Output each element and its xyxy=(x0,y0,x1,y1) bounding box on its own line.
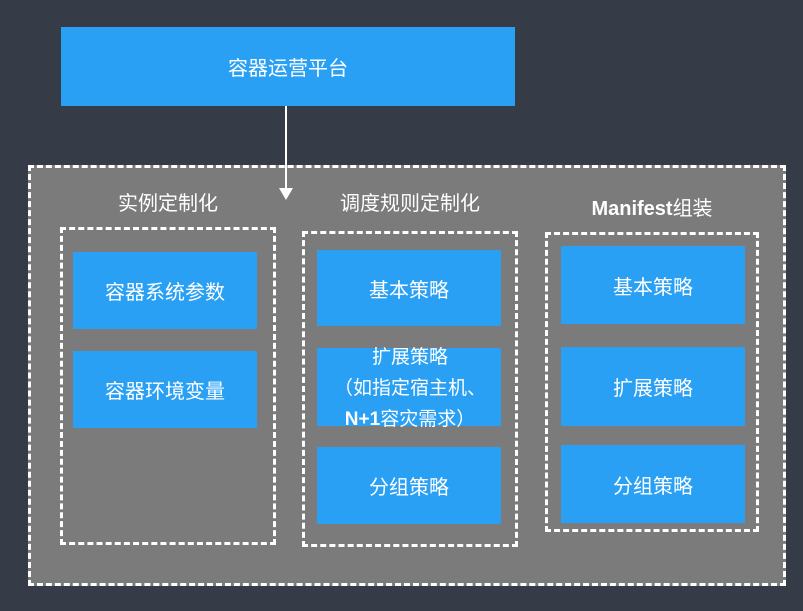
schedule-extended-line1: 扩展策略 xyxy=(371,346,448,368)
schedule-basic-box: 基本策略 xyxy=(317,250,501,326)
manifest-title-rest: 组装 xyxy=(672,196,713,220)
system-params-label: 容器系统参数 xyxy=(105,280,225,304)
arrow-down-icon xyxy=(279,188,293,200)
env-vars-label: 容器环境变量 xyxy=(105,379,225,403)
manifest-basic-label: 基本策略 xyxy=(613,274,693,299)
instance-column-title-text: 实例定制化 xyxy=(118,191,218,215)
schedule-column-title: 调度规则定制化 xyxy=(302,188,518,218)
container-platform-box: 容器运营平台 xyxy=(61,27,515,106)
manifest-title-bold: Manifest xyxy=(591,198,673,220)
manifest-group xyxy=(545,232,759,532)
schedule-extended-line3: N+1容灾需求） xyxy=(302,404,518,435)
schedule-extended-box xyxy=(317,348,501,426)
schedule-basic-label: 基本策略 xyxy=(369,277,449,302)
container-platform-label: 容器运营平台 xyxy=(228,56,348,80)
instance-column-title: 实例定制化 xyxy=(60,188,276,218)
arrow-connector xyxy=(285,106,287,192)
manifest-group-label: 分组策略 xyxy=(613,473,693,498)
manifest-extended-label: 扩展策略 xyxy=(613,376,693,400)
schedule-group xyxy=(302,231,518,547)
schedule-column-title-text: 调度规则定制化 xyxy=(340,191,480,215)
manifest-extended-box: 扩展策略 xyxy=(561,347,745,426)
schedule-group-box: 分组策略 xyxy=(317,447,501,524)
disaster-demand-text: 容灾需求） xyxy=(380,408,476,430)
manifest-column-title: Manifest组装 xyxy=(545,193,759,223)
system-params-box: 容器系统参数 xyxy=(73,252,257,329)
schedule-extended-line2: （如指定宿主机、 xyxy=(333,377,486,399)
env-vars-box: 容器环境变量 xyxy=(73,351,257,428)
instance-group xyxy=(60,227,276,545)
manifest-group-box: 分组策略 xyxy=(561,445,745,523)
manifest-basic-box: 基本策略 xyxy=(561,246,745,324)
n-plus-one-text: N+1 xyxy=(344,409,381,430)
schedule-extended-label: 扩展策略 （如指定宿主机、 N+1容灾需求） xyxy=(302,342,518,435)
schedule-group-label: 分组策略 xyxy=(369,475,449,499)
